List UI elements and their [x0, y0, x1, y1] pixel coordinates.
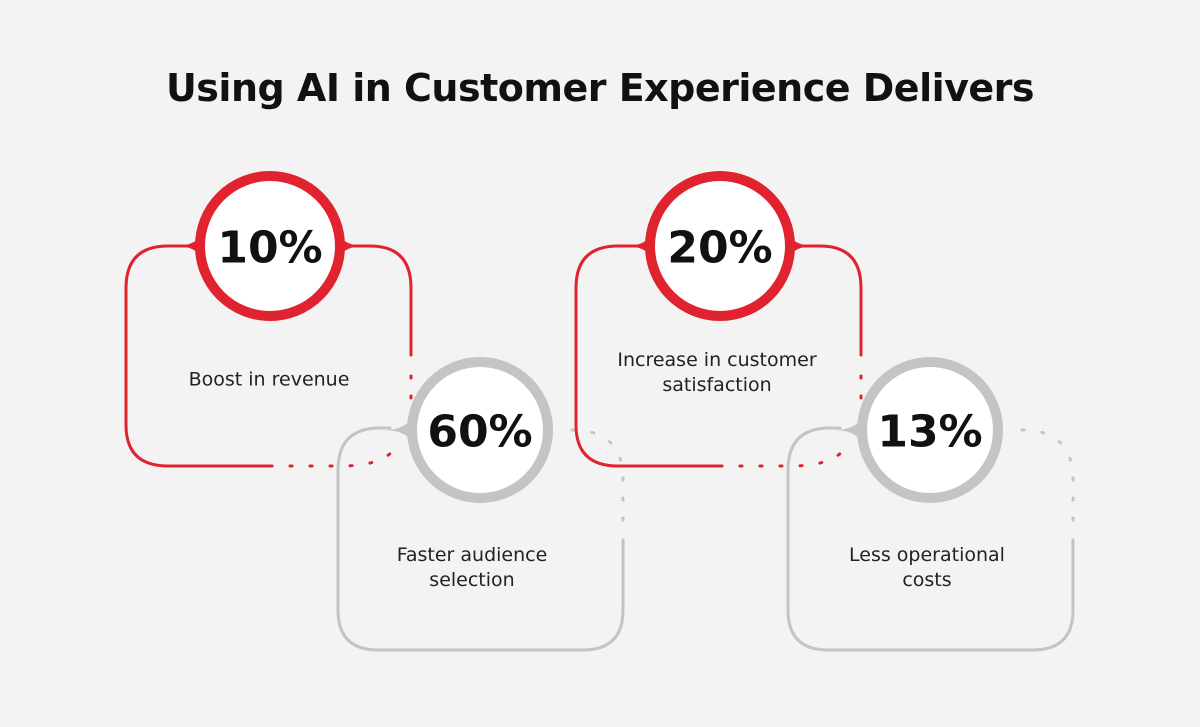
circle-nub-20-right [784, 226, 814, 266]
stat-value-costs: 13% [877, 406, 983, 458]
card-frame-20-right [798, 244, 863, 357]
stat-label-costs: Less operational costs [849, 544, 1005, 591]
stat-circles [176, 171, 1003, 503]
circle-nub-13-left [834, 410, 866, 450]
neutral-card-frames [336, 426, 1075, 652]
stat-value-satisfaction: 20% [667, 222, 773, 274]
stat-label-audience: Faster audience selection [396, 544, 548, 591]
stat-circle-13 [857, 357, 1003, 503]
circle-nub-10-right [334, 226, 364, 266]
stat-circle-60 [407, 357, 553, 503]
accent-card-frames [124, 244, 863, 468]
card-frame-20 [574, 244, 724, 468]
card-frame-10-right [348, 244, 413, 357]
page-title: Using AI in Customer Experience Delivers [165, 66, 1035, 110]
circle-nub-60-left [384, 410, 416, 450]
circle-nub-10-left [176, 226, 206, 266]
card-frame-10 [124, 244, 274, 468]
stat-label-satisfaction: Increase in customer satisfaction [617, 349, 817, 396]
connector-dots-10 [288, 374, 413, 468]
connector-dots-20 [738, 374, 863, 468]
connector-dots-60 [570, 428, 625, 527]
circle-nub-20-left [626, 226, 656, 266]
connector-dots-13 [1020, 428, 1075, 527]
stat-circle-10 [195, 171, 345, 321]
stat-circle-20 [645, 171, 795, 321]
card-frame-60 [336, 426, 625, 652]
card-frame-13 [786, 426, 1075, 652]
stat-value-audience: 60% [427, 406, 533, 458]
stat-label-revenue: Boost in revenue [188, 368, 350, 391]
stat-value-revenue: 10% [217, 222, 323, 274]
